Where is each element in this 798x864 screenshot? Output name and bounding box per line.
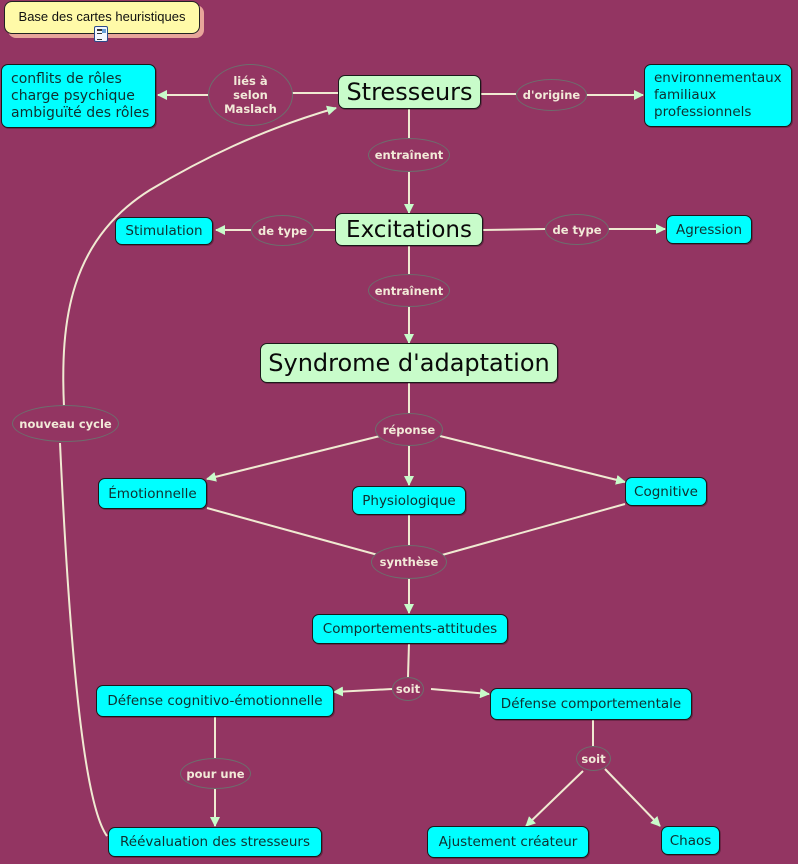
concept-agression[interactable]: Agression — [666, 215, 752, 244]
concept-stimulation[interactable]: Stimulation — [115, 217, 213, 245]
role-item: charge psychique — [11, 87, 135, 104]
link-label-lies-line: selon — [233, 88, 268, 102]
link-label-soit-2-text: soit — [581, 751, 606, 766]
link-label-synthese-text: synthèse — [379, 555, 439, 569]
link-label-entrainent-2[interactable]: entraînent — [368, 274, 450, 307]
concept-chaos-text: Chaos — [669, 832, 712, 849]
link-label-origine-text: d'origine — [522, 88, 581, 102]
link-label-pour-une-text: pour une — [186, 766, 245, 781]
link-label-synthese[interactable]: synthèse — [371, 545, 447, 579]
concept-emotionnelle-text: Émotionnelle — [108, 485, 197, 502]
link-label-entrainent-1[interactable]: entraînent — [368, 138, 450, 172]
origine-item: professionnels — [654, 104, 752, 120]
concept-cognitive[interactable]: Cognitive — [625, 477, 707, 506]
link-label-lies-line: liés à — [233, 74, 268, 88]
concept-defense-cog-text: Défense cognitivo-émotionnelle — [107, 693, 323, 709]
link-label-pour-une[interactable]: pour une — [180, 758, 251, 789]
role-item: ambiguïté des rôles — [11, 104, 150, 121]
concept-comportements[interactable]: Comportements-attitudes — [312, 614, 508, 644]
concept-emotionnelle[interactable]: Émotionnelle — [98, 478, 207, 509]
concept-excitations-text: Excitations — [346, 216, 472, 243]
concept-ajustement[interactable]: Ajustement créateur — [427, 826, 589, 858]
link-label-soit-1-text: soit — [395, 682, 421, 696]
link-excitations-type-right — [481, 228, 546, 231]
concept-syndrome-text: Syndrome d'adaptation — [268, 349, 550, 377]
link-label-entrainent-2-text: entraînent — [374, 283, 444, 298]
link-label-entrainent-1-text: entraînent — [374, 148, 444, 162]
link-comportements-soit — [407, 642, 410, 678]
link-label-reponse-text: réponse — [382, 422, 436, 437]
link-label-nouveau-cycle[interactable]: nouveau cycle — [12, 405, 119, 442]
concept-roles[interactable]: conflits de rôles charge psychique ambig… — [1, 64, 156, 128]
map-title-text: Base des cartes heuristiques — [18, 9, 186, 24]
link-emotionnelle-synthese — [206, 507, 379, 556]
concept-defense-comp-text: Défense comportementale — [500, 696, 682, 712]
concept-stresseurs-text: Stresseurs — [346, 78, 473, 106]
link-label-soit-1[interactable]: soit — [392, 677, 424, 701]
link-label-type-left[interactable]: de type — [251, 215, 314, 246]
link-soit-defense-cog — [333, 686, 393, 697]
concept-defense-cognitivo-emotionnelle[interactable]: Défense cognitivo-émotionnelle — [96, 685, 334, 717]
concept-stimulation-text: Stimulation — [125, 223, 203, 239]
link-soit2-ajustement — [525, 770, 584, 827]
concept-excitations[interactable]: Excitations — [335, 213, 483, 246]
origine-item: familiaux — [654, 87, 717, 103]
concept-physiologique[interactable]: Physiologique — [352, 486, 466, 515]
link-reponse-emotionnelle — [206, 435, 381, 482]
concept-reevaluation-text: Réévaluation des stresseurs — [120, 834, 310, 850]
link-label-nouveau-cycle-text: nouveau cycle — [19, 416, 112, 431]
concept-agression-text: Agression — [676, 221, 742, 238]
link-label-lies-line: Maslach — [224, 102, 277, 116]
map-title: Base des cartes heuristiques — [4, 1, 200, 34]
concept-physiologique-text: Physiologique — [362, 492, 456, 509]
link-soit-defense-comp — [430, 688, 490, 699]
concept-defense-comportementale[interactable]: Défense comportementale — [490, 688, 692, 720]
concept-origines[interactable]: environnementaux familiaux professionnel… — [644, 64, 792, 127]
link-label-type-right[interactable]: de type — [545, 214, 609, 245]
link-soit2-chaos — [604, 768, 661, 827]
link-label-lies[interactable]: liés à selon Maslach — [208, 64, 293, 126]
concept-syndrome[interactable]: Syndrome d'adaptation — [260, 343, 558, 383]
concept-ajustement-text: Ajustement créateur — [438, 834, 578, 850]
concept-comportements-text: Comportements-attitudes — [322, 621, 498, 637]
link-nouveau-cycle-stresseurs — [62, 105, 337, 408]
link-reevaluation-nouveau-cycle — [59, 442, 108, 837]
link-label-reponse[interactable]: réponse — [375, 413, 443, 446]
role-item: conflits de rôles — [11, 70, 122, 87]
link-label-soit-2[interactable]: soit — [576, 746, 611, 771]
concept-chaos[interactable]: Chaos — [661, 826, 720, 855]
link-label-type-left-text: de type — [257, 223, 308, 238]
link-reponse-cognitive — [439, 435, 626, 485]
link-cognitive-synthese — [441, 503, 626, 556]
document-icon[interactable] — [94, 26, 108, 42]
concept-cognitive-text: Cognitive — [634, 483, 698, 500]
link-label-origine[interactable]: d'origine — [516, 79, 587, 111]
origine-item: environnementaux — [654, 70, 782, 86]
link-label-type-right-text: de type — [552, 222, 602, 237]
concept-reevaluation[interactable]: Réévaluation des stresseurs — [108, 827, 322, 857]
concept-stresseurs[interactable]: Stresseurs — [338, 75, 481, 109]
